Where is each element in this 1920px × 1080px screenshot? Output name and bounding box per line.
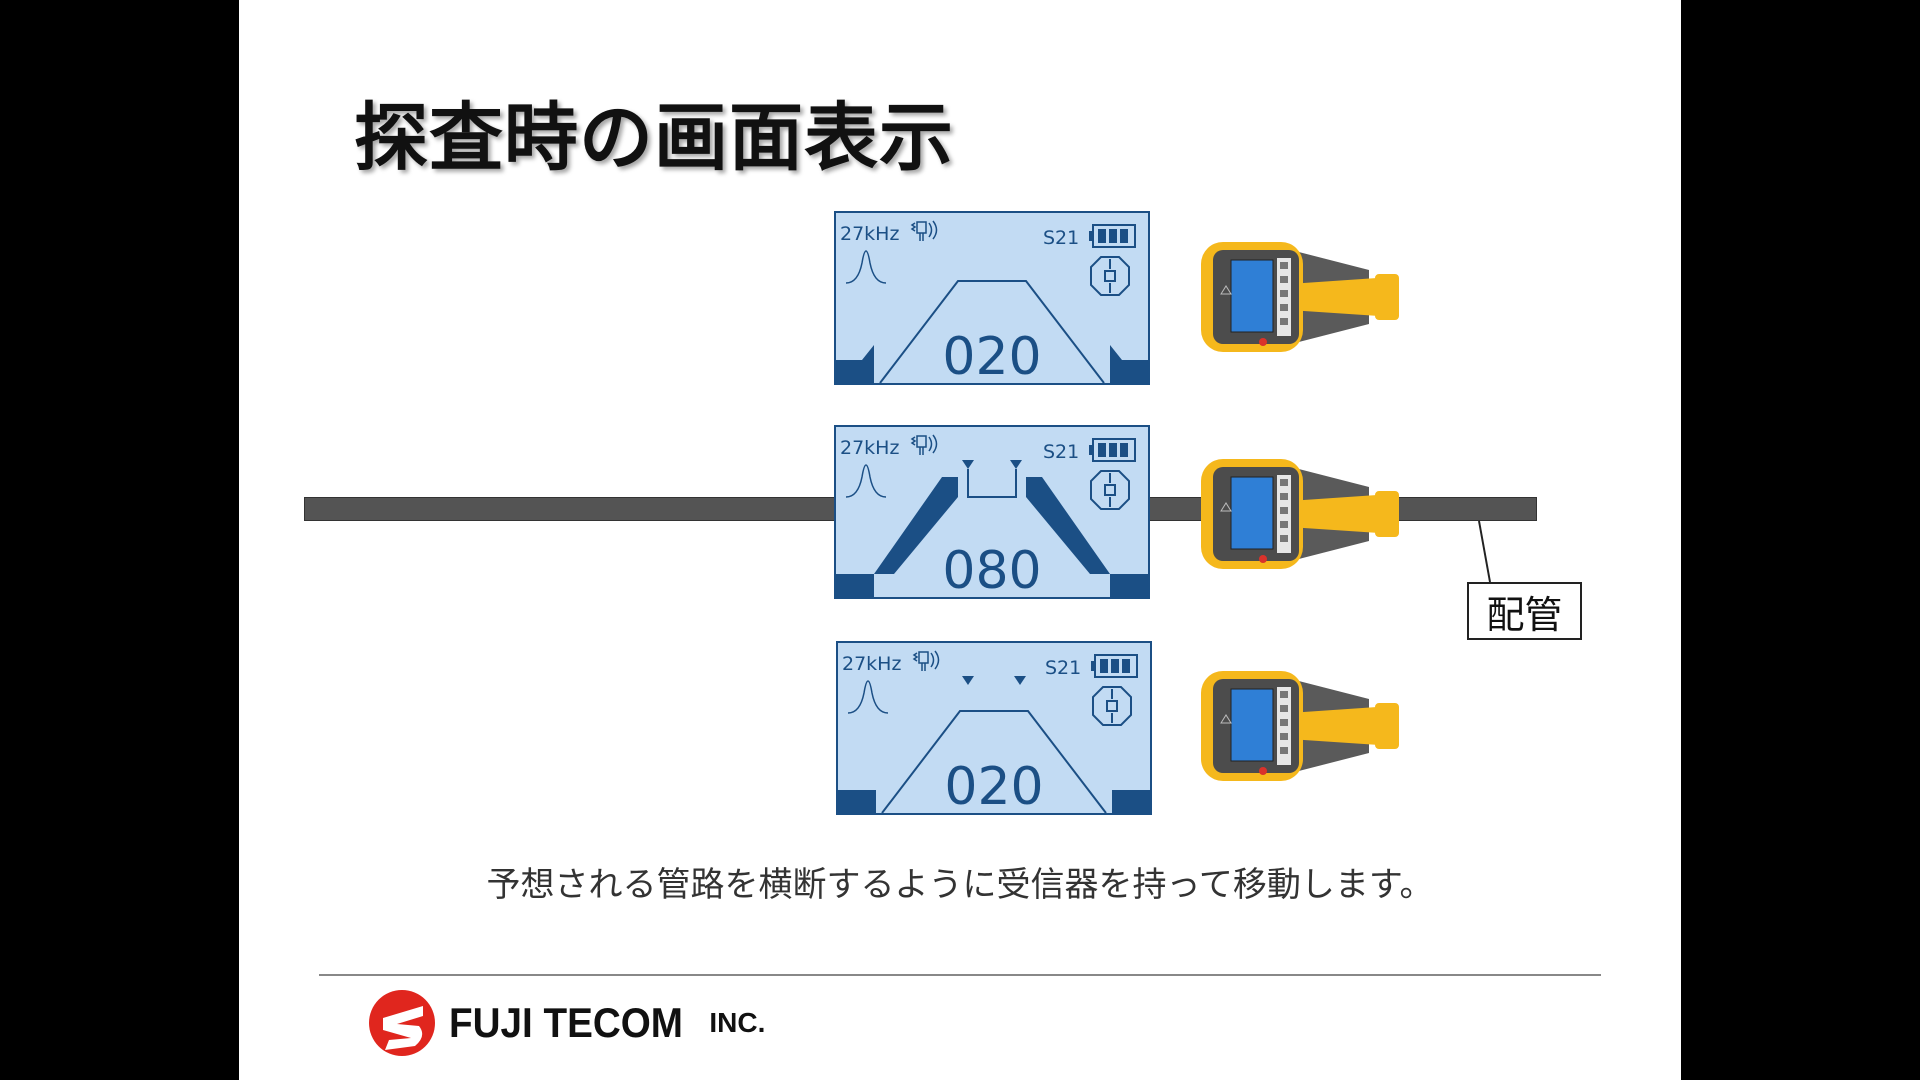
peak-waveform-icon <box>845 464 887 498</box>
frequency-label: 27kHz <box>840 223 899 245</box>
battery-icon <box>1089 438 1136 462</box>
fuji-tecom-logo-icon <box>369 990 435 1056</box>
page-title: 探査時の画面表示 <box>354 96 954 179</box>
logo-text: FUJI TECOM <box>449 999 683 1046</box>
reading-value: 020 <box>942 327 1041 385</box>
signal-label: S21 <box>1043 227 1079 249</box>
antenna-icon <box>912 650 940 671</box>
footer-divider <box>319 974 1601 976</box>
lcd-screen-bottom: 27kHz S21 020 <box>836 641 1152 815</box>
signal-label: S21 <box>1045 657 1081 679</box>
lcd-screen-middle: 27kHz S21 080 <box>834 425 1150 599</box>
frequency-label: 27kHz <box>842 653 901 675</box>
receiver-device-middle <box>1201 459 1399 569</box>
reading-value: 020 <box>944 757 1043 815</box>
battery-icon <box>1089 224 1136 248</box>
peak-waveform-icon <box>845 250 887 284</box>
pipe-callout-label: 配管 <box>1467 582 1582 640</box>
company-logo: FUJI TECOM INC. <box>367 988 765 1058</box>
antenna-icon <box>910 434 938 455</box>
slide: 探査時の画面表示 27kHz S21 020 27kHz <box>239 0 1681 1080</box>
lcd-screen-top: 27kHz S21 020 <box>834 211 1150 385</box>
receiver-device-bottom <box>1201 671 1399 781</box>
compass-icon <box>1090 470 1130 510</box>
caption: 予想される管路を横断するように受信器を持って移動します。 <box>486 866 1434 904</box>
receiver-device-top <box>1201 242 1399 352</box>
compass-icon <box>1092 686 1132 726</box>
logo-suffix: INC. <box>709 1007 766 1038</box>
signal-label: S21 <box>1043 441 1079 463</box>
peak-waveform-icon <box>847 680 889 714</box>
compass-icon <box>1090 256 1130 296</box>
battery-icon <box>1091 654 1138 678</box>
frequency-label: 27kHz <box>840 437 899 459</box>
reading-value: 080 <box>942 541 1041 599</box>
antenna-icon <box>910 220 938 241</box>
